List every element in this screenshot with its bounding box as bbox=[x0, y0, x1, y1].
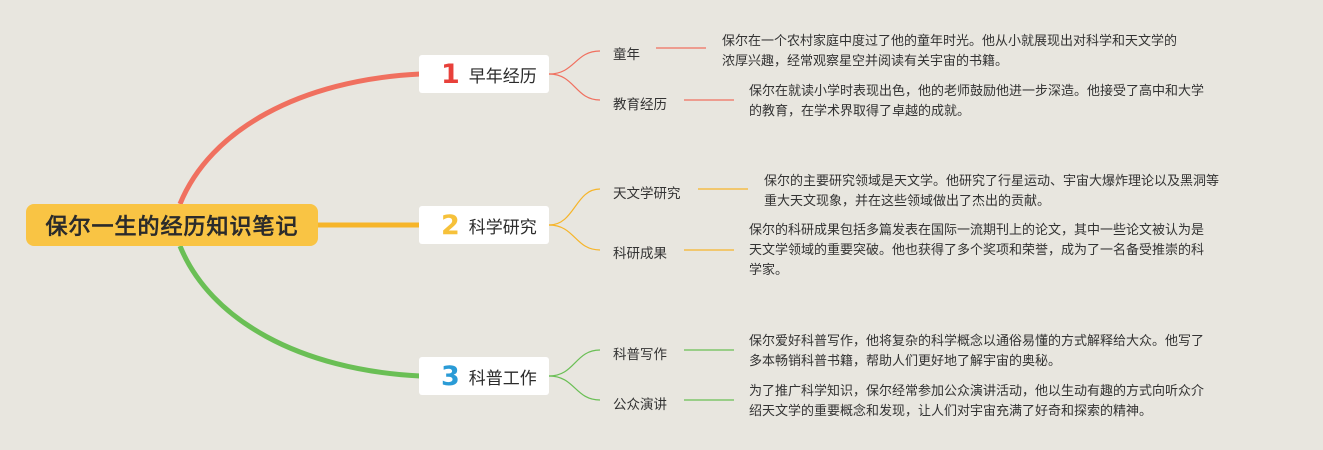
desc-education: 保尔在就读小学时表现出色，他的老师鼓励他进一步深造。他接受了高中和大学 的教育，… bbox=[749, 82, 1204, 122]
branch-early-life[interactable]: 1 早年经历 bbox=[419, 55, 549, 93]
branch-label-1: 早年经历 bbox=[468, 66, 537, 87]
desc-astronomy-research: 保尔的主要研究领域是天文学。他研究了行星运动、宇宙大爆炸理论以及黑洞等 重大天文… bbox=[764, 172, 1219, 212]
desc-line: 保尔在就读小学时表现出色，他的老师鼓励他进一步深造。他接受了高中和大学 bbox=[749, 84, 1205, 99]
desc-line: 学家。 bbox=[749, 263, 789, 278]
branch-label-3: 科普工作 bbox=[468, 368, 537, 389]
subtopic-popular-writing[interactable]: 科普写作 bbox=[613, 347, 667, 363]
subtopic-public-speaking[interactable]: 公众演讲 bbox=[613, 397, 667, 413]
desc-line: 重大天文现象，并在这些领域做出了杰出的贡献。 bbox=[764, 194, 1051, 209]
desc-line: 的教育，在学术界取得了卓越的成就。 bbox=[749, 104, 971, 119]
desc-research-results: 保尔的科研成果包括多篇发表在国际一流期刊上的论文，其中一些论文被认为是 天文学领… bbox=[749, 221, 1204, 281]
desc-line: 保尔的主要研究领域是天文学。他研究了行星运动、宇宙大爆炸理论以及黑洞等 bbox=[764, 174, 1220, 189]
branch-number-2: 2 bbox=[441, 209, 460, 241]
connector-sub-3-2 bbox=[548, 375, 601, 401]
desc-line: 天文学领域的重要突破。他也获得了多个奖项和荣誉，成为了一名备受推崇的科 bbox=[749, 243, 1205, 258]
branch-research[interactable]: 2 科学研究 bbox=[419, 206, 549, 244]
desc-line: 保尔在一个农村家庭中度过了他的童年时光。他从小就展现出对科学和天文学的 bbox=[722, 34, 1178, 49]
desc-public-speaking: 为了推广科学知识，保尔经常参加公众演讲活动，他以生动有趣的方式向听众介 绍天文学… bbox=[749, 382, 1204, 422]
branch-label-2: 科学研究 bbox=[468, 217, 537, 238]
subtopic-childhood[interactable]: 童年 bbox=[613, 47, 640, 63]
desc-line: 浓厚兴趣，经常观察星空并阅读有关宇宙的书籍。 bbox=[722, 54, 1009, 69]
subtopic-research-results[interactable]: 科研成果 bbox=[613, 246, 667, 262]
connector-sub-2-2 bbox=[548, 224, 601, 251]
subtopic-education[interactable]: 教育经历 bbox=[613, 97, 667, 113]
connector-branch-3 bbox=[177, 245, 421, 379]
connector-sub-3-1 bbox=[548, 349, 601, 377]
root-topic[interactable]: 保尔一生的经历知识笔记 bbox=[26, 204, 318, 246]
desc-childhood: 保尔在一个农村家庭中度过了他的童年时光。他从小就展现出对科学和天文学的 浓厚兴趣… bbox=[722, 32, 1177, 72]
connector-sub-1-1 bbox=[548, 50, 601, 75]
subtopic-astronomy-research[interactable]: 天文学研究 bbox=[613, 186, 681, 202]
branch-science-popularization[interactable]: 3 科普工作 bbox=[419, 357, 549, 395]
connector-sub-2-1 bbox=[548, 188, 601, 226]
branch-number-1: 1 bbox=[441, 58, 460, 90]
desc-line: 保尔爱好科普写作，他将复杂的科学概念以通俗易懂的方式解释给大众。他写了 bbox=[749, 334, 1205, 349]
desc-line: 多本畅销科普书籍，帮助人们更好地了解宇宙的奥秘。 bbox=[749, 354, 1062, 369]
desc-line: 为了推广科学知识，保尔经常参加公众演讲活动，他以生动有趣的方式向听众介 bbox=[749, 384, 1205, 399]
branch-number-3: 3 bbox=[441, 360, 460, 392]
root-title: 保尔一生的经历知识笔记 bbox=[45, 215, 299, 240]
desc-line: 绍天文学的重要概念和发现，让人们对宇宙充满了好奇和探索的精神。 bbox=[749, 404, 1153, 419]
desc-popular-writing: 保尔爱好科普写作，他将复杂的科学概念以通俗易懂的方式解释给大众。他写了 多本畅销… bbox=[749, 332, 1204, 372]
connector-branch-1 bbox=[177, 71, 421, 205]
connector-sub-1-2 bbox=[548, 73, 601, 101]
desc-line: 保尔的科研成果包括多篇发表在国际一流期刊上的论文，其中一些论文被认为是 bbox=[749, 223, 1205, 238]
